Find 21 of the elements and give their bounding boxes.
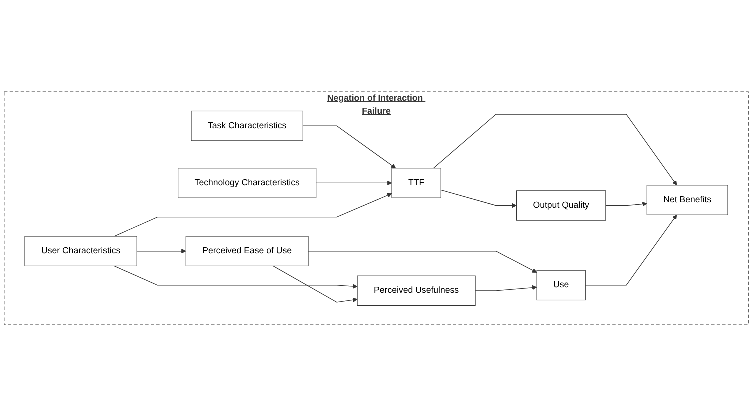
node-box: Task Characteristics bbox=[191, 110, 304, 142]
arrow bbox=[308, 251, 538, 273]
arrow bbox=[475, 285, 538, 292]
arrow bbox=[302, 126, 396, 169]
arrow bbox=[316, 180, 392, 186]
arrow bbox=[585, 214, 678, 286]
node-box: Use bbox=[536, 270, 586, 301]
arrow bbox=[114, 193, 392, 237]
node-box: TTF bbox=[392, 168, 442, 198]
node-box: Perceived Usefulness bbox=[357, 276, 476, 306]
node-box: User Characteristics bbox=[24, 236, 138, 266]
node-box: Output Quality bbox=[516, 190, 606, 221]
node-box: Net Benefits bbox=[646, 185, 728, 216]
arrow bbox=[136, 248, 186, 254]
arrow bbox=[273, 266, 358, 303]
arrow bbox=[433, 114, 678, 186]
node-box: Perceived Ease of Use bbox=[186, 236, 309, 266]
node-box: Technology Characteristics bbox=[178, 168, 317, 198]
arrow bbox=[440, 190, 517, 208]
arrow bbox=[606, 202, 648, 207]
arrow bbox=[114, 266, 358, 289]
